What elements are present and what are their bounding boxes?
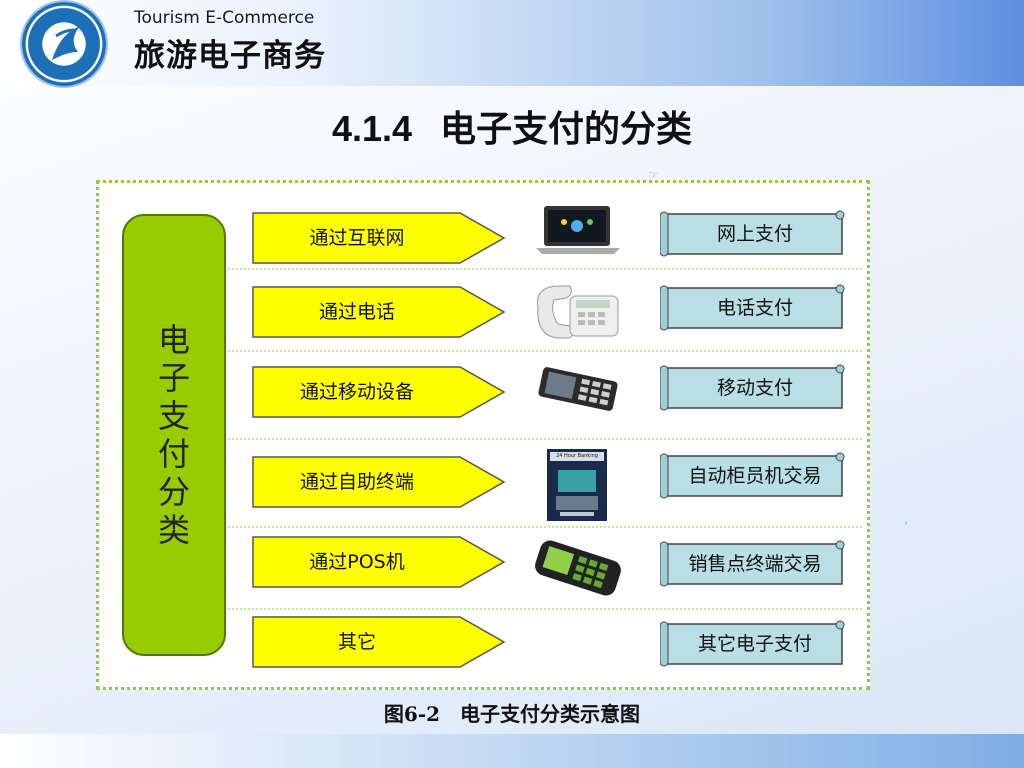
course-chinese-title: 旅游电子商务 — [134, 38, 326, 74]
laptop-icon — [534, 204, 622, 260]
atm-icon: 24 Hour Banking — [546, 448, 608, 522]
payment-method-scroll: 销售点终端交易 — [660, 540, 846, 588]
row-divider — [228, 526, 862, 528]
telephone-icon — [530, 278, 622, 348]
slide-title: 4.1.4 电子支付的分类 — [0, 100, 1024, 152]
payment-method-label: 自动柜员机交易 — [688, 465, 822, 487]
payment-method-label: 电话支付 — [716, 297, 793, 319]
section-number: 4.1.4 — [331, 108, 413, 149]
payment-method-label: 网上支付 — [716, 223, 793, 245]
channel-arrow: 通过POS机 — [252, 536, 506, 588]
pos-terminal-icon — [528, 536, 628, 604]
payment-method-label: 其它电子支付 — [697, 633, 812, 655]
payment-method-scroll: 移动支付 — [660, 364, 846, 412]
payment-method-label: 移动支付 — [716, 377, 793, 399]
channel-label: 通过电话 — [318, 301, 395, 323]
university-logo — [22, 2, 106, 86]
channel-arrow: 通过互联网 — [252, 212, 506, 264]
channel-label: 通过移动设备 — [299, 381, 414, 403]
payment-method-label: 销售点终端交易 — [688, 553, 822, 575]
channel-label: 通过互联网 — [309, 227, 405, 249]
cursor-icon: ☞ — [648, 168, 659, 182]
chevron-right-icon: › — [904, 518, 908, 529]
payment-method-scroll: 自动柜员机交易 — [660, 452, 846, 500]
payment-method-scroll: 电话支付 — [660, 284, 846, 332]
row-divider — [228, 608, 862, 610]
payment-method-scroll: 其它电子支付 — [660, 620, 846, 668]
channel-label: 通过自助终端 — [299, 471, 414, 493]
category-box: 电子支付分类 — [122, 214, 226, 656]
atm-screen-text: 24 Hour Banking — [556, 453, 598, 459]
figure-caption: 图6-2 电子支付分类示意图 — [383, 702, 641, 726]
channel-arrow: 通过电话 — [252, 286, 506, 338]
row-divider — [228, 438, 862, 440]
course-english-title: Tourism E-Commerce — [134, 8, 315, 28]
channel-label: 其它 — [337, 631, 376, 653]
header-banner: Tourism E-Commerce 旅游电子商务 — [0, 0, 1024, 86]
section-title: 电子支付的分类 — [440, 109, 693, 150]
row-divider — [228, 350, 862, 352]
row-divider — [228, 268, 862, 270]
channel-arrow: 其它 — [252, 616, 506, 668]
channel-label: 通过POS机 — [309, 551, 405, 573]
mobile-phone-icon — [536, 362, 620, 420]
channel-arrow: 通过自助终端 — [252, 456, 506, 508]
payment-method-scroll: 网上支付 — [660, 210, 846, 258]
category-label: 电子支付分类 — [157, 321, 190, 549]
channel-arrow: 通过移动设备 — [252, 366, 506, 418]
footer-banner — [0, 734, 1024, 768]
